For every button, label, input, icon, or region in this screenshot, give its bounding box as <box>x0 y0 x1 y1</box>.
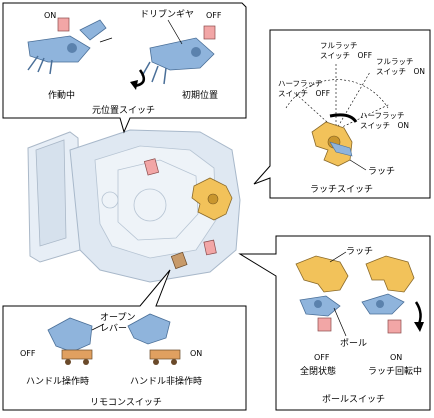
home-switch-title: 元位置スイッチ <box>92 104 155 116</box>
full-latch-off-line1: フルラッチ <box>320 41 358 50</box>
pawl-assembly-left <box>295 255 349 332</box>
door-lock-actuator <box>27 129 241 283</box>
latch-assembly <box>311 121 353 167</box>
half-latch-off-line2: スイッチ OFF <box>278 89 330 98</box>
latch-callout: ラッチ <box>368 166 395 177</box>
pawl-latch-callout: ラッチ <box>346 246 373 257</box>
half-latch-on-line2: スイッチ ON <box>360 121 409 130</box>
remote-lever-callout-line2: レバー <box>100 323 127 334</box>
home-caption-right: 初期位置 <box>182 89 218 101</box>
pawl-switch-panel: ラッチ ポール OFF ON 全閉状態 ラッチ回転中 ポールスイッチ <box>238 235 431 411</box>
pawl-switch-title: ポールスイッチ <box>322 394 385 405</box>
remote-switch-assembly-right <box>127 313 181 365</box>
remote-switch-title: リモコンスイッチ <box>90 397 162 408</box>
home-drive-gear-callout: ドリブンギヤ <box>140 8 194 20</box>
remote-on-label: ON <box>190 349 202 358</box>
home-caption-left: 作動中 <box>48 89 75 101</box>
pawl-callout: ポール <box>340 338 367 349</box>
pawl-caption-left: 全閉状態 <box>300 365 336 377</box>
remote-switch-panel: オープン レバー OFF ON ハンドル操作時 ハンドル非操作時 リモコンスイッ… <box>2 269 247 411</box>
pawl-on-label: ON <box>390 353 402 362</box>
home-switch-assembly-right <box>130 19 216 90</box>
home-switch-panel: ON 作動中 OFF ドリブンギヤ 初期位置 元位置スイッチ <box>2 2 247 134</box>
pawl-assembly-right <box>361 255 424 334</box>
home-off-label: OFF <box>206 11 222 20</box>
pawl-off-label: OFF <box>314 353 330 362</box>
remote-caption-left: ハンドル操作時 <box>26 375 89 387</box>
full-latch-on-line1: フルラッチ <box>376 57 414 66</box>
half-latch-on-line1: ハーフラッチ <box>360 111 405 120</box>
remote-switch-assembly-left <box>47 317 93 365</box>
home-on-label: ON <box>44 11 56 20</box>
home-switch-assembly-left <box>27 17 113 75</box>
remote-caption-right: ハンドル非操作時 <box>130 375 202 387</box>
full-latch-on-line2: スイッチ ON <box>376 67 425 76</box>
half-latch-off-line1: ハーフラッチ <box>278 79 323 88</box>
latch-switch-title: ラッチスイッチ <box>310 184 373 195</box>
remote-lever-callout-line1: オープン <box>100 312 135 323</box>
pawl-caption-right: ラッチ回転中 <box>368 365 422 377</box>
remote-off-label: OFF <box>20 349 36 358</box>
full-latch-off-line2: スイッチ OFF <box>320 51 372 60</box>
latch-switch-panel: フルラッチ スイッチ OFF フルラッチ スイッチ ON ハーフラッチ スイッチ… <box>253 29 431 199</box>
